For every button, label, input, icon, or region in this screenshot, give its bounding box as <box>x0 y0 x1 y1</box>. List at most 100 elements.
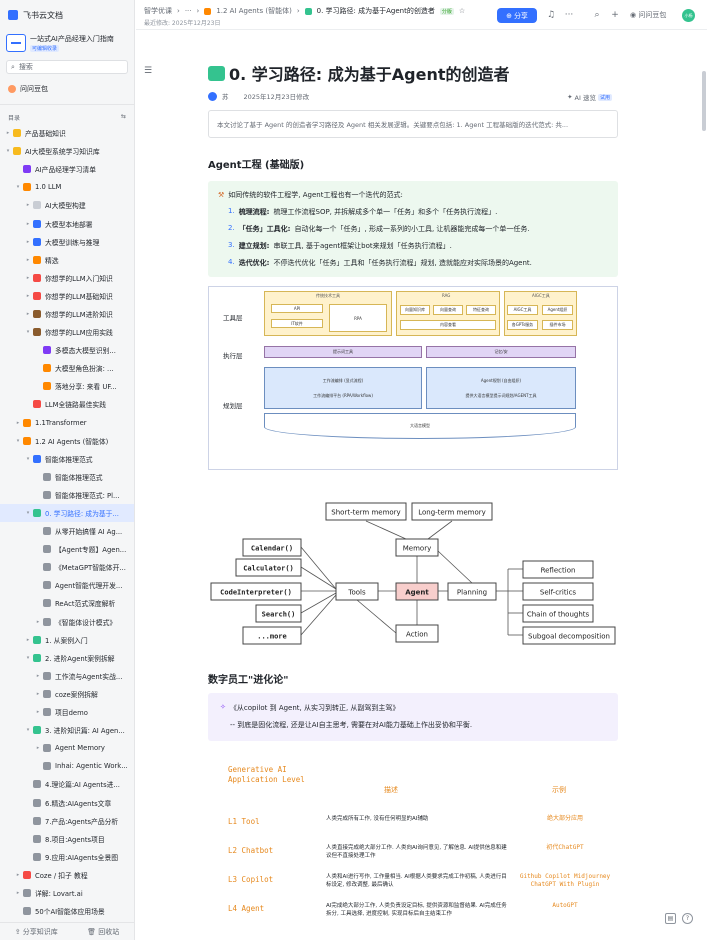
help-icon[interactable]: ? <box>682 913 693 924</box>
sidebar-tree-item[interactable]: 大模型角色扮演: ... <box>0 359 134 377</box>
ai-assistant-button[interactable]: 问问豆包 <box>8 82 126 96</box>
sidebar-tree-item[interactable]: ▸工作流与Agent实战... <box>0 667 134 685</box>
sidebar-tree-item[interactable]: ▾3. 进阶知识篇: AI Agen... <box>0 721 134 739</box>
expand-toggle-icon[interactable]: ▸ <box>36 690 40 697</box>
sidebar-tree-item[interactable]: ▸你想学的LLM基础知识 <box>0 287 134 305</box>
sidebar-tree-item[interactable]: LLM全链路最佳实践 <box>0 395 134 413</box>
sidebar-tree-item[interactable]: 7.产品:Agents产品分析 <box>0 812 134 830</box>
breadcrumb-parent[interactable]: 1.2 AI Agents (智能体) <box>216 7 292 15</box>
sidebar-tree-item[interactable]: ▸精选 <box>0 251 134 269</box>
sidebar-tree-item[interactable]: Inhai: Agentic Work... <box>0 757 134 775</box>
sidebar-tree-item[interactable]: ▸项目demo <box>0 703 134 721</box>
outline-icon[interactable]: ☰ <box>144 66 153 76</box>
sidebar-tree-item[interactable]: 8.项目:Agents项目 <box>0 830 134 848</box>
sidebar-tree-item[interactable]: ▸大模型本地部署 <box>0 214 134 232</box>
breadcrumb-current[interactable]: 0. 学习路径: 成为基于Agent的创造者 <box>316 7 435 15</box>
ask-doubao-button[interactable]: ◉ 问问豆包 <box>630 11 667 19</box>
sidebar-tree-item[interactable]: ▸你想学的LLM入门知识 <box>0 269 134 287</box>
expand-toggle-icon[interactable]: ▾ <box>26 455 30 462</box>
comment-icon[interactable]: ▤ <box>665 913 676 924</box>
expand-toggle-icon[interactable]: ▸ <box>26 202 30 209</box>
bell-icon[interactable]: ♫ <box>546 10 556 20</box>
breadcrumb-ellipsis[interactable]: ··· <box>184 7 192 15</box>
expand-toggle-icon[interactable]: ▾ <box>16 437 20 444</box>
sidebar-tree-item[interactable]: 9.应用:AIAgents全景图 <box>0 848 134 866</box>
expand-toggle-icon[interactable]: ▸ <box>26 238 30 245</box>
sidebar-tree-item[interactable]: ▸AI大模型构建 <box>0 196 134 214</box>
expand-toggle-icon[interactable]: ▾ <box>26 329 30 336</box>
sidebar-tree-item[interactable]: ▸1.1Transformer <box>0 414 134 432</box>
expand-toggle-icon[interactable]: ▾ <box>26 654 30 661</box>
sidebar-tree-item[interactable]: ▸Coze / 扣子 教程 <box>0 866 134 884</box>
expand-toggle-icon[interactable]: ▸ <box>36 709 40 716</box>
sidebar-tree-item[interactable]: ▸大模型训练与推理 <box>0 233 134 251</box>
expand-toggle-icon[interactable]: ▾ <box>26 727 30 734</box>
sidebar-tree-item[interactable]: ▾0. 学习路径: 成为基于... <box>0 503 134 523</box>
sidebar-tree-item[interactable]: 《MetaGPT智能体开... <box>0 558 134 576</box>
trash-button[interactable]: 🗑 回收站 <box>87 927 120 936</box>
more-icon[interactable]: ··· <box>564 10 574 20</box>
app-header[interactable]: 飞书云文档 <box>0 0 134 30</box>
pin-icon[interactable]: ☆ <box>458 7 466 15</box>
expand-toggle-icon[interactable]: ▾ <box>16 184 20 191</box>
sidebar-tree-item[interactable]: ▸详解: Lovart.ai <box>0 884 134 902</box>
search-icon[interactable]: ⌕ <box>594 10 600 20</box>
sidebar-tree-item[interactable]: ▸《智能体设计模式》 <box>0 613 134 631</box>
plus-icon[interactable]: + <box>611 10 619 20</box>
expand-toggle-icon[interactable]: ▸ <box>16 419 20 426</box>
expand-toggle-icon[interactable]: ▸ <box>16 871 20 878</box>
expand-toggle-icon[interactable]: ▸ <box>16 889 20 896</box>
sidebar-tree-item[interactable]: ▾AI大模型系统学习知识库 <box>0 142 134 160</box>
sidebar-tree-item[interactable]: ▾智能体推理范式 <box>0 450 134 468</box>
sidebar-tree-item[interactable]: ▸1. 从案例入门 <box>0 631 134 649</box>
node-label: Tools <box>347 589 366 597</box>
sidebar-tree-item[interactable]: 从零开始搞懂 AI Ag... <box>0 522 134 540</box>
sidebar-tree-item[interactable]: ▸你想学的LLM进阶知识 <box>0 305 134 323</box>
sidebar-tree-item[interactable]: ▾1.0 LLM <box>0 178 134 196</box>
share-kb-button[interactable]: ⇪ 分享知识库 <box>14 927 58 936</box>
user-avatar[interactable]: 小杨 <box>682 9 695 22</box>
expand-toggle-icon[interactable]: ▸ <box>36 672 40 679</box>
expand-toggle-icon[interactable]: ▸ <box>36 618 40 625</box>
expand-toggle-icon[interactable]: ▸ <box>26 636 30 643</box>
sidebar-tree-item[interactable]: 落地分享: 来看 UF... <box>0 377 134 395</box>
ai-read-button[interactable]: ✦ AI 速览 试用 <box>567 92 612 102</box>
sidebar-tree-item[interactable]: 4.理论篇:AI Agents进... <box>0 775 134 793</box>
sidebar-search[interactable]: ⌕ 搜索 <box>6 60 128 74</box>
sidebar-tree-item[interactable]: 50个AI智能体应用场景 <box>0 902 134 920</box>
expand-toggle-icon[interactable]: ▸ <box>26 292 30 299</box>
expand-toggle-icon[interactable]: ▸ <box>36 745 40 752</box>
knowledge-base-header[interactable]: 一站式AI产品经理入门指南 可编辑收录 <box>6 34 128 52</box>
scrollbar[interactable] <box>701 31 707 940</box>
sidebar-tree-item[interactable]: ReAct范式深度解析 <box>0 594 134 612</box>
sidebar-tree-item[interactable]: AI产品经理学习清单 <box>0 160 134 178</box>
ai-summary[interactable]: 本文讨论了基于 Agent 的创造者学习路径及 Agent 相关发展逻辑。关键要… <box>208 110 618 138</box>
expand-toggle-icon[interactable]: ▸ <box>6 130 10 137</box>
sidebar-tree-item[interactable]: 多模态大模型识别... <box>0 341 134 359</box>
expand-toggle-icon[interactable]: ▸ <box>26 274 30 281</box>
author-avatar[interactable] <box>208 91 217 101</box>
sidebar-tree-item[interactable]: ▾1.2 AI Agents (智能体) <box>0 432 134 450</box>
sidebar-tree-item[interactable]: Agent智能代理开发... <box>0 576 134 594</box>
sidebar-tree-item[interactable]: ▸coze案例拆解 <box>0 685 134 703</box>
breadcrumb-parent-icon <box>204 7 212 15</box>
share-button[interactable]: ⊕ 分享 <box>497 8 537 23</box>
expand-toggle-icon[interactable]: ▸ <box>26 256 30 263</box>
scrollbar-thumb[interactable] <box>702 71 706 131</box>
author-name[interactable]: 苏 <box>222 93 229 101</box>
sidebar-tree-item[interactable]: 6.精选:AIAgents文章 <box>0 793 134 811</box>
sidebar-tree-item[interactable]: ▾2. 进阶Agent案例拆解 <box>0 649 134 667</box>
tool-box: 特征查询 <box>466 305 496 315</box>
breadcrumb-root[interactable]: 智学优课 <box>144 7 172 15</box>
sidebar-tree-item[interactable]: 【Agent专题】Agen... <box>0 540 134 558</box>
expand-toggle-icon[interactable]: ▾ <box>6 148 10 155</box>
sidebar-tree-item[interactable]: ▾你想学的LLM应用实践 <box>0 323 134 341</box>
sidebar-tree-item[interactable]: 智能体推理范式 <box>0 468 134 486</box>
sidebar-tree-item[interactable]: 智能体推理范式: Pl... <box>0 486 134 504</box>
sidebar-tree-item[interactable]: ▸Agent Memory <box>0 739 134 757</box>
expand-toggle-icon[interactable]: ▾ <box>26 510 30 517</box>
toc-collapse-icon[interactable]: ⇆ <box>120 113 126 120</box>
expand-toggle-icon[interactable]: ▸ <box>26 310 30 317</box>
sidebar-tree-item[interactable]: ▸产品基础知识 <box>0 124 134 142</box>
expand-toggle-icon[interactable]: ▸ <box>26 220 30 227</box>
